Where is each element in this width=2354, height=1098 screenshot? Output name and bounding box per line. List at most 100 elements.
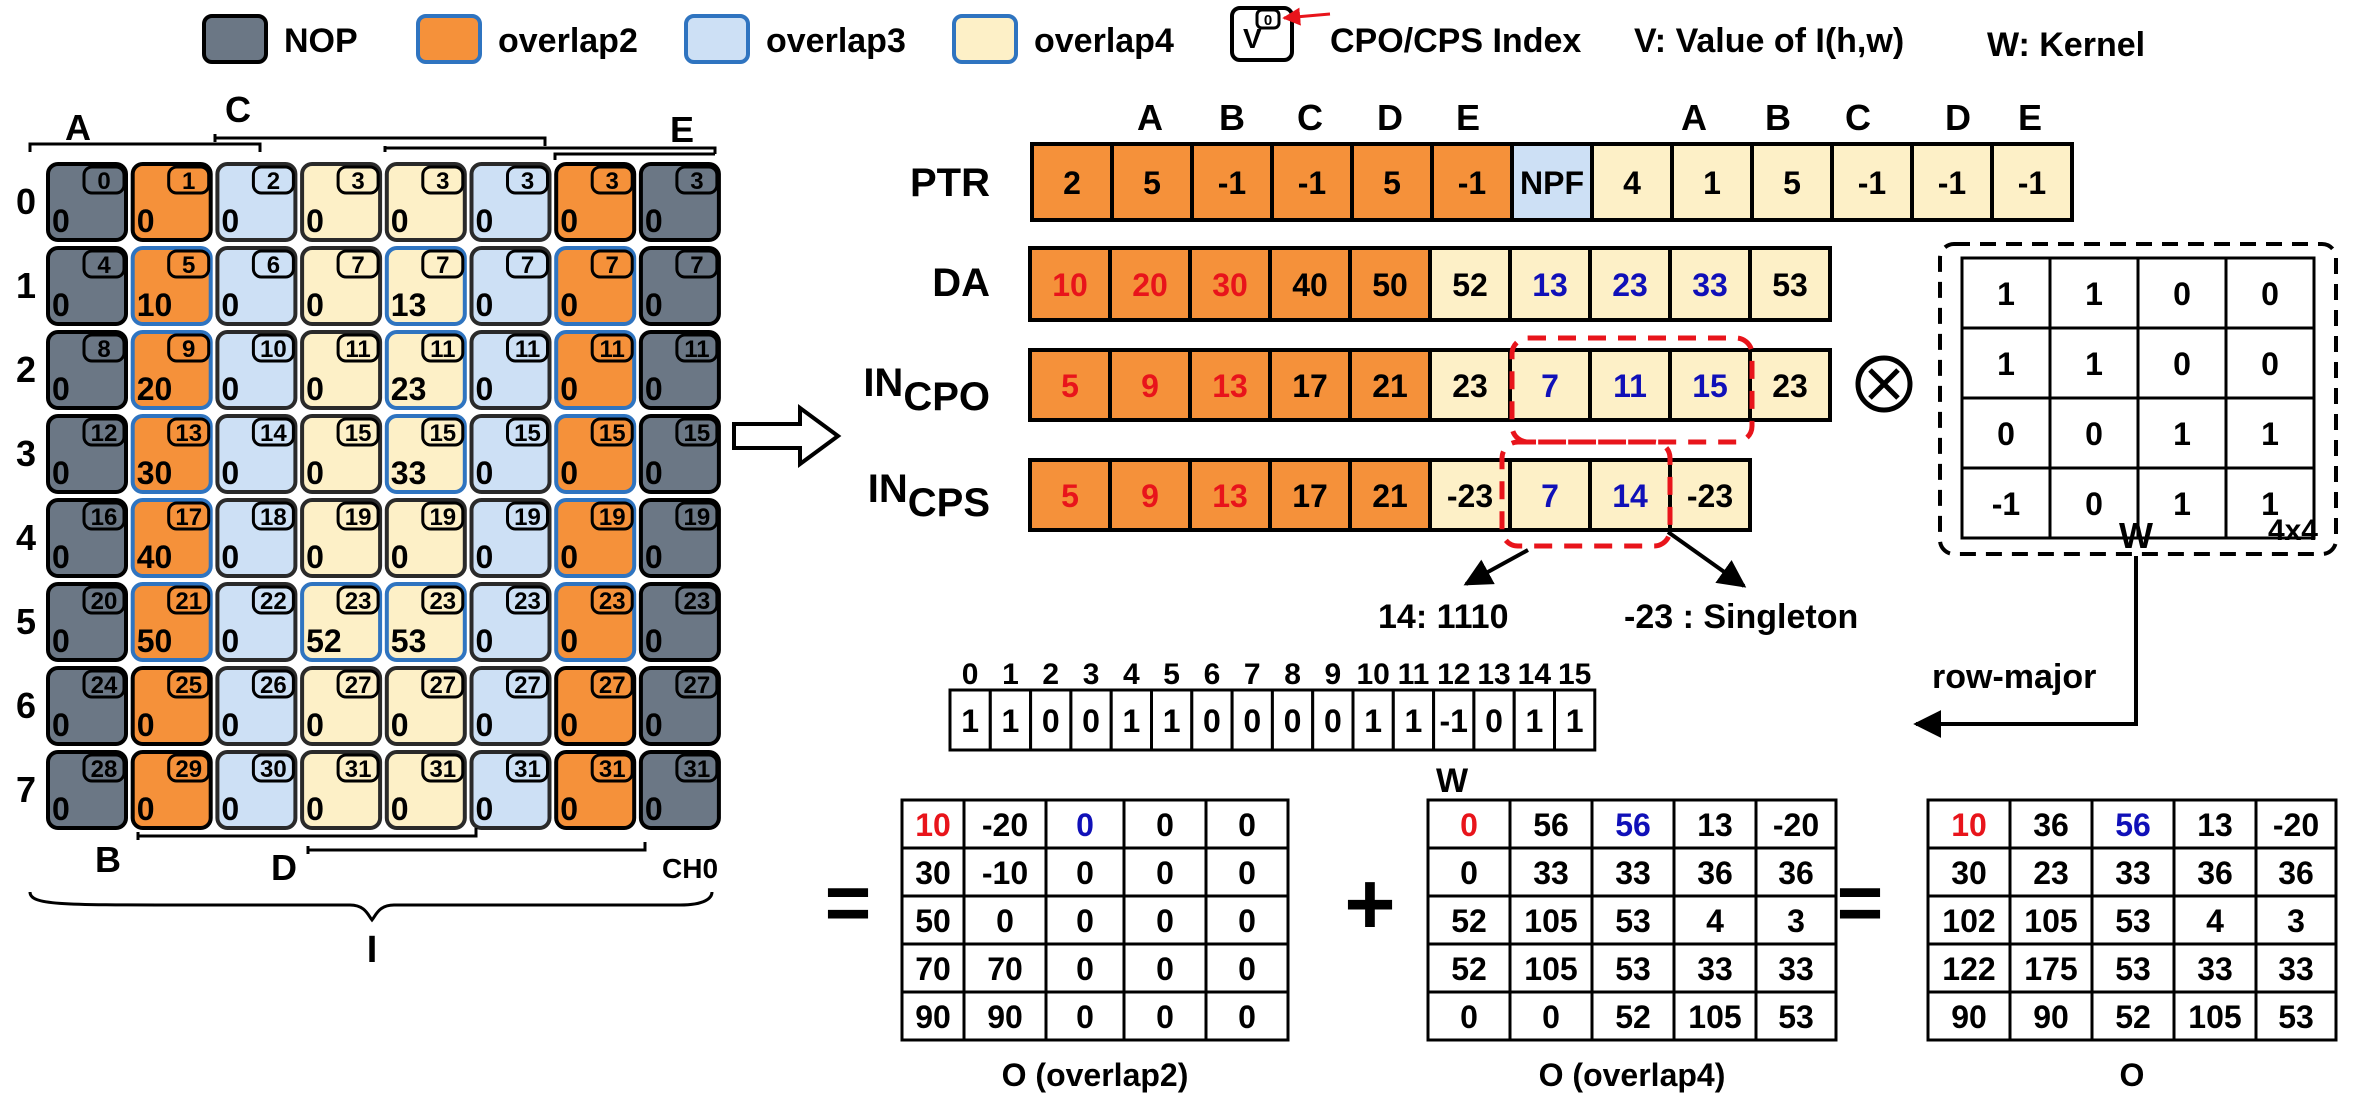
grid-cell-value: 0	[221, 791, 239, 827]
array-cell-value: 2	[1063, 165, 1081, 201]
output-cell-value: 0	[1156, 999, 1174, 1035]
grid-cell: 300	[215, 750, 298, 830]
grid-cell-value: 0	[52, 371, 70, 407]
array-cell-value: -1	[1218, 165, 1246, 201]
grid-cell-index: 27	[684, 672, 711, 699]
output-cell: 33	[1672, 942, 1758, 994]
output-cell: 33	[1754, 942, 1838, 994]
grid-cell-index: 7	[521, 252, 534, 279]
legend-label-overlap3: overlap3	[766, 22, 906, 60]
row-major-cell: 1	[1351, 688, 1395, 752]
grid-cell-value: 10	[137, 287, 173, 323]
grid-cell-index: 3	[436, 168, 449, 195]
input-grid: 0123456700102030303030304051060707137070…	[16, 162, 721, 830]
kernel-cell-value: 0	[2173, 346, 2191, 382]
grid-cell: 713	[384, 246, 467, 326]
grid-cell: 110	[638, 330, 721, 410]
output-cell-value: 52	[1451, 951, 1487, 987]
grid-cell: 11 0	[554, 330, 637, 410]
output-cell: 90	[1926, 990, 2012, 1042]
annotation-arrow-left	[1463, 548, 1529, 586]
grid-cell-index: 7	[606, 252, 619, 279]
kernel-cell: 0	[1960, 396, 2052, 470]
output-cell: 0	[1426, 846, 1512, 898]
grid-cell-index: 11	[600, 336, 625, 363]
grid-cell-value: 0	[560, 203, 578, 239]
grid-cell-value: 0	[560, 455, 578, 491]
output-cell-value: 56	[2115, 807, 2151, 843]
grid-cell: 20	[215, 162, 298, 242]
grid-cell-index: 31	[599, 756, 626, 783]
array-column-header: D	[1377, 97, 1403, 138]
output-cell-value: 36	[2197, 855, 2233, 891]
row-major-value: 1	[961, 703, 979, 739]
grid-row-label: 1	[16, 265, 36, 306]
grid-cell-value: 0	[560, 371, 578, 407]
grid-cell: 160	[46, 498, 128, 578]
plus-operator: +	[1344, 854, 1395, 953]
output-cell: 53	[2090, 942, 2176, 994]
output-cell: 0	[1426, 990, 1512, 1042]
grid-cell-index: 23	[599, 588, 626, 615]
array-cell-value: NPF	[1520, 165, 1584, 201]
grid-cell: 200	[46, 582, 128, 662]
output-cell-value: 33	[2278, 951, 2314, 987]
row-major-index: 13	[1477, 658, 1510, 691]
grid-cell-index: 19	[514, 504, 541, 531]
kernel-label: W	[2119, 515, 2153, 556]
row-major-value: 1	[1163, 703, 1181, 739]
grid-cell-value: 0	[645, 707, 663, 743]
row-major-index: 10	[1356, 658, 1389, 691]
row-major-index: 4	[1123, 658, 1140, 691]
output-cell-value: 0	[1156, 807, 1174, 843]
svg-text:V: V	[1243, 23, 1262, 54]
output-cell-value: 0	[1156, 903, 1174, 939]
grid-cell-index: 26	[260, 672, 287, 699]
grid-cell-index: 27	[514, 672, 541, 699]
array-cell: 5	[1028, 458, 1112, 532]
row-major-value: 0	[1243, 703, 1261, 739]
kernel-cell-value: 1	[2261, 486, 2279, 522]
array-cell-value: -1	[1858, 165, 1886, 201]
array-cell-value: 52	[1452, 267, 1488, 303]
output-cell: 0	[1044, 798, 1126, 850]
output-cell: 30	[1926, 846, 2012, 898]
grid-cell-index: 19	[429, 504, 456, 531]
grid-cell-index: 29	[175, 756, 202, 783]
array-cell: -1	[1430, 142, 1514, 222]
output-cell: 0	[1204, 798, 1290, 850]
grid-cell: 270	[384, 666, 467, 746]
output-cell-value: 0	[1238, 807, 1256, 843]
grid-cell-value: 0	[476, 623, 494, 659]
cps-highlight	[1499, 439, 1673, 549]
grid-top-label-c: C	[225, 89, 251, 130]
grid-cell-value: 0	[221, 707, 239, 743]
grid-cell-value: 0	[137, 707, 155, 743]
array-column-header: A	[1137, 97, 1163, 138]
array-cell: 23	[1748, 348, 1832, 422]
grid-cell-value: 0	[221, 287, 239, 323]
grid-cell-index: 19	[599, 504, 626, 531]
array-cell-value: 14	[1612, 478, 1648, 514]
cpo-highlight	[1509, 335, 1755, 445]
grid-cell-index: 27	[429, 672, 456, 699]
array-cell: 52	[1428, 246, 1512, 322]
grid-cell-value: 0	[476, 371, 494, 407]
legend-label-value: V: Value of I(h,w)	[1634, 22, 1904, 60]
output-cell-value: 0	[996, 903, 1014, 939]
grid-cell: 510	[130, 246, 213, 326]
kernel-cell: 1	[2048, 326, 2140, 400]
grid-cell: 310	[554, 750, 637, 830]
array-cell-value: 7	[1541, 478, 1559, 514]
array-cell: 40	[1268, 246, 1352, 322]
output-cell: 0	[1044, 846, 1126, 898]
grid-cell: 110	[300, 330, 383, 410]
equals-operator-1: =	[825, 858, 872, 947]
output-cell: 0	[1044, 894, 1126, 946]
array-cell: 17	[1268, 458, 1352, 532]
output-cell-value: 36	[1778, 855, 1814, 891]
grid-cell-index: 21	[175, 588, 202, 615]
output-cell: 53	[1590, 942, 1676, 994]
